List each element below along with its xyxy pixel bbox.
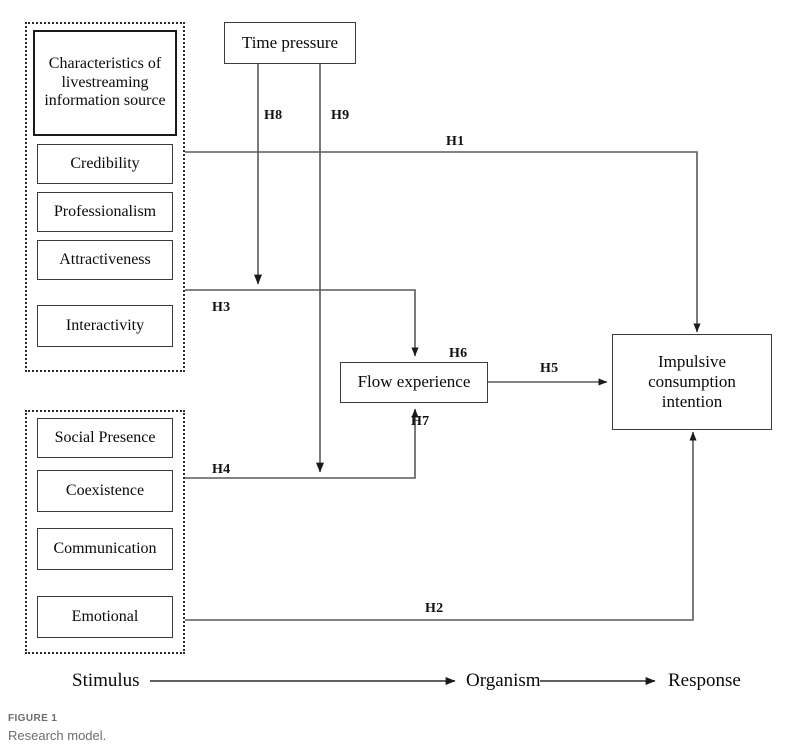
figure-title: Research model. [8, 728, 107, 743]
node-coexistence[interactable]: Coexistence [37, 470, 173, 512]
label-h6: H6 [449, 346, 468, 361]
edge-h2 [185, 431, 697, 621]
node-flow-experience[interactable]: Flow experience [340, 362, 488, 403]
label-h7: H7 [411, 414, 430, 429]
figure-number: FIGURE 1 [8, 713, 58, 724]
edge-h3 [185, 289, 419, 357]
edge-h4 [185, 408, 419, 479]
node-credibility[interactable]: Credibility [37, 144, 173, 184]
label-stimulus: Stimulus [72, 670, 140, 691]
node-impulsive-consumption-intention[interactable]: Impulsive consumption intention [612, 334, 772, 430]
label-response: Response [668, 670, 741, 691]
node-attractiveness[interactable]: Attractiveness [37, 240, 173, 280]
edge-h1 [185, 151, 701, 333]
label-organism: Organism [466, 670, 541, 691]
label-h8: H8 [264, 108, 283, 123]
social-presence-group-frame [25, 410, 185, 654]
label-h1: H1 [446, 134, 465, 149]
node-communication[interactable]: Communication [37, 528, 173, 570]
label-h9: H9 [331, 108, 350, 123]
node-interactivity[interactable]: Interactivity [37, 305, 173, 347]
node-professionalism[interactable]: Professionalism [37, 192, 173, 232]
label-h4: H4 [212, 462, 231, 477]
label-h5: H5 [540, 361, 559, 376]
node-source-header[interactable]: Characteristics of livestreaming informa… [33, 30, 177, 136]
characteristics-group-frame [25, 22, 185, 372]
node-time-pressure[interactable]: Time pressure [224, 22, 356, 64]
label-h3: H3 [212, 300, 231, 315]
figure-caption: FIGURE 1 Research model. [8, 712, 508, 746]
node-emotional[interactable]: Emotional [37, 596, 173, 638]
label-h2: H2 [425, 601, 444, 616]
node-social-presence[interactable]: Social Presence [37, 418, 173, 458]
